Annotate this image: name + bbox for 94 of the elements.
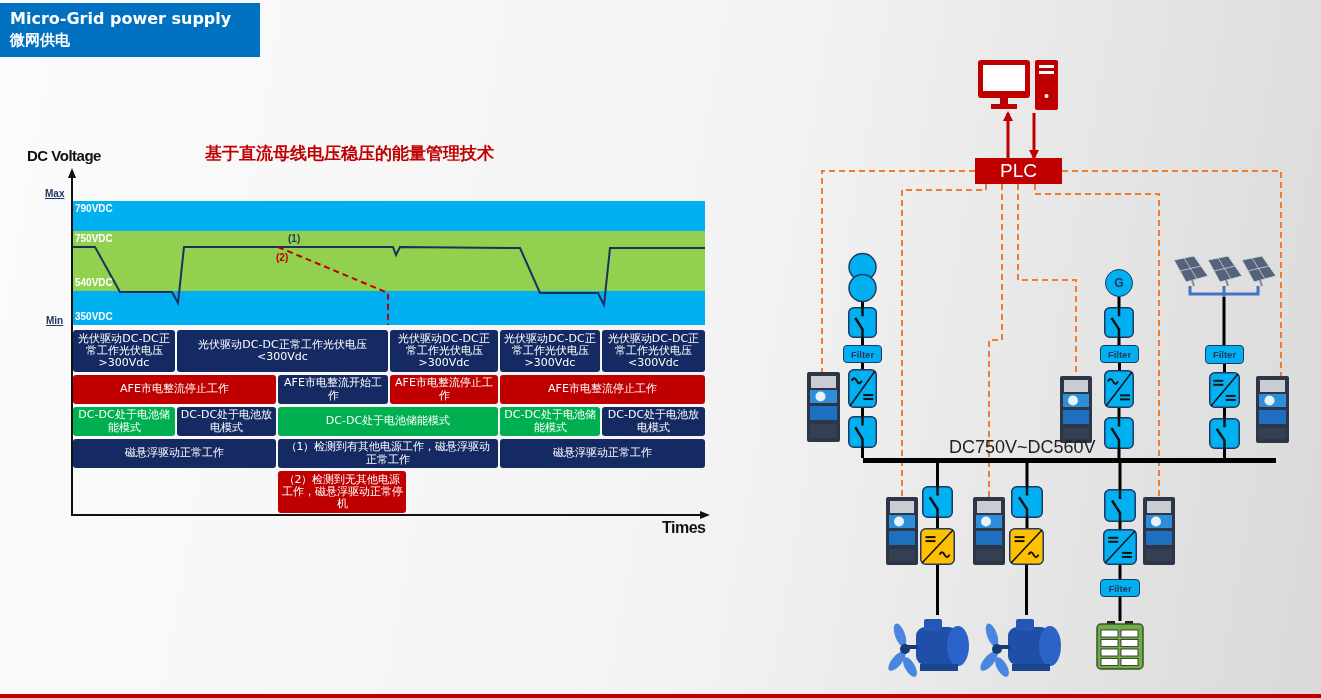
status-bar: （1）检测到有其他电源工作，磁悬浮驱动正常工作 <box>278 439 498 468</box>
drive-drawing <box>807 372 840 442</box>
status-bar: AFE市电整流停止工作 <box>73 375 276 404</box>
status-bar: AFE市电整流开始工作 <box>278 375 388 404</box>
drive-drawing <box>886 497 918 565</box>
switch-symbol <box>848 416 877 448</box>
battery-drawing <box>1096 621 1144 670</box>
switch-symbol <box>1104 417 1134 449</box>
converter-symbol <box>848 369 877 408</box>
axis-title: Times <box>662 520 706 536</box>
drive-drawing <box>1256 376 1289 443</box>
status-bar: 磁悬浮驱动正常工作 <box>500 439 705 468</box>
power-line <box>861 302 864 307</box>
band-label: 790VDC <box>75 204 113 214</box>
power-line <box>1223 408 1226 418</box>
signal-line <box>988 183 1003 498</box>
power-line <box>861 408 864 416</box>
power-line <box>1118 597 1122 621</box>
dc-bus-bar <box>863 458 1276 463</box>
axis-title: DC Voltage <box>27 148 101 163</box>
axis-label: Min <box>46 316 64 326</box>
status-bar: DC-DC处于电池储能模式 <box>500 407 600 436</box>
power-line <box>1222 297 1226 345</box>
converter-symbol <box>1209 372 1240 408</box>
switch-symbol <box>922 486 953 518</box>
plc-box: PLC <box>975 158 1062 184</box>
status-bar: AFE市电整流停止工作 <box>390 375 498 404</box>
switch-symbol <box>1104 489 1136 522</box>
power-line <box>1118 565 1122 579</box>
status-bar: 光伏驱动DC-DC正常工作光伏电压<300Vdc <box>177 330 388 372</box>
status-bar: DC-DC处于电池放电模式 <box>177 407 276 436</box>
power-line <box>861 448 864 458</box>
generator-circle: G <box>1105 269 1133 297</box>
converter-symbol <box>1104 370 1134 408</box>
band-label: 350VDC <box>75 312 113 322</box>
power-line <box>861 363 864 369</box>
switch-symbol <box>1104 307 1134 338</box>
filter-box: Filter <box>1100 579 1140 597</box>
power-line <box>1117 338 1121 345</box>
status-bar: 光伏驱动DC-DC正常工作光伏电压>300Vdc <box>390 330 498 372</box>
converter-symbol <box>1103 529 1137 565</box>
banner-title: Micro-Grid power supply <box>10 9 232 28</box>
computer-icon <box>978 60 1058 112</box>
arrow <box>1003 111 1013 158</box>
axis-label: Max <box>45 189 65 199</box>
solar-panel-drawing <box>1172 254 1276 297</box>
power-line <box>1025 463 1029 486</box>
power-line <box>861 338 864 345</box>
power-line <box>936 565 939 615</box>
switch-symbol <box>1209 418 1240 449</box>
power-line <box>1117 449 1121 458</box>
switch-symbol <box>848 307 877 338</box>
status-bar: AFE市电整流停止工作 <box>500 375 705 404</box>
power-line <box>1025 518 1029 528</box>
filter-box: Filter <box>1205 345 1244 364</box>
power-line <box>936 518 939 528</box>
power-line <box>936 463 939 486</box>
status-bar: 光伏驱动DC-DC正常工作光伏电压<300Vdc <box>602 330 705 372</box>
signal-line <box>1034 183 1160 498</box>
curve-label: (2) <box>276 253 289 263</box>
banner-subtitle: 微网供电 <box>10 31 70 50</box>
status-bar: DC-DC处于电池储能模式 <box>73 407 175 436</box>
curve-label: (1) <box>288 234 301 244</box>
converter-symbol <box>920 528 955 565</box>
transformer-symbol <box>848 253 877 302</box>
drive-drawing <box>1143 497 1175 565</box>
power-line <box>1223 364 1226 372</box>
status-bar: 磁悬浮驱动正常工作 <box>73 439 276 468</box>
signal-line <box>1061 170 1282 377</box>
power-line <box>1223 449 1226 458</box>
power-line <box>1118 522 1122 529</box>
status-bar: （2）检测到无其他电源工作，磁悬浮驱动正常停机 <box>278 471 406 513</box>
power-line <box>1118 363 1121 370</box>
title-banner <box>0 3 260 57</box>
power-line <box>1118 463 1122 489</box>
power-line <box>1025 565 1028 615</box>
power-line <box>1117 297 1121 307</box>
band-label: 540VDC <box>75 278 113 288</box>
chart-title: 基于直流母线电压稳压的能量管理技术 <box>205 145 494 162</box>
filter-box: Filter <box>843 345 882 363</box>
bus-voltage-label: DC750V~DC560V <box>949 438 1096 456</box>
status-bar: DC-DC处于电池储能模式 <box>278 407 498 436</box>
signal-line <box>821 170 976 373</box>
power-line <box>1117 408 1121 417</box>
band-label: 750VDC <box>75 234 113 244</box>
signal-line <box>901 183 987 498</box>
arrow <box>1029 113 1039 160</box>
switch-symbol <box>1011 486 1043 518</box>
status-bar: 光伏驱动DC-DC正常工作光伏电压>300Vdc <box>500 330 600 372</box>
drive-drawing <box>973 497 1005 565</box>
status-bar: 光伏驱动DC-DC正常工作光伏电压>300Vdc <box>73 330 175 372</box>
status-bar: DC-DC处于电池放电模式 <box>602 407 705 436</box>
converter-symbol <box>1009 528 1044 565</box>
filter-box: Filter <box>1100 345 1139 363</box>
